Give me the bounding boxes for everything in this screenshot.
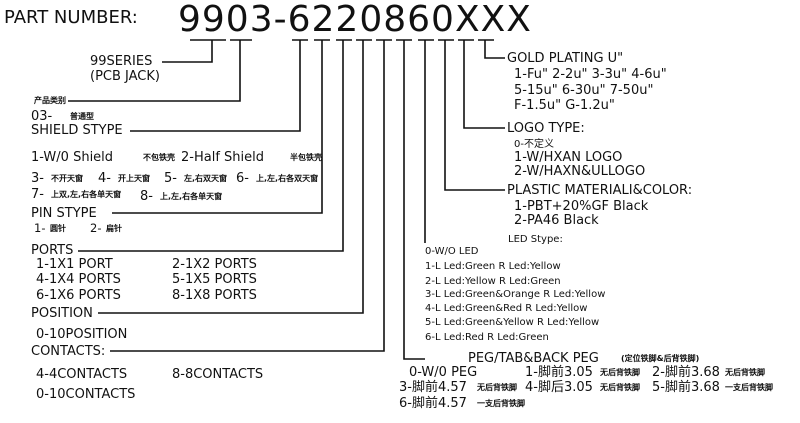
ports-title: PORTS (31, 243, 74, 258)
peg-opt: 0-W/0 PEG (409, 365, 478, 380)
pin-opt2-note: 扁针 (106, 224, 122, 233)
port-opt: 4-1X4 PORTS (36, 272, 121, 287)
gold-title: GOLD PLATING U" (507, 51, 624, 66)
peg-opt: 2-脚前3.68 (652, 365, 720, 380)
gold-opt: F-1.5u" G-1.2u" (514, 98, 615, 113)
series-sub: (PCB JACK) (90, 69, 160, 84)
plastic-opt: 2-PA46 Black (514, 213, 599, 228)
pin-title: PIN STYPE (31, 206, 97, 221)
pin-opt2: 2- (90, 221, 102, 235)
shield-title: SHIELD STYPE (31, 123, 123, 138)
shield-opt5: 5- (164, 171, 177, 186)
position-title: POSITION (31, 306, 93, 321)
contacts-title: CONTACTS: (31, 344, 106, 359)
shield-opt1-note: 不包铁壳 (143, 153, 175, 162)
shield-opt8: 8- (140, 189, 153, 204)
port-opt: 2-1X2 PORTS (172, 257, 257, 272)
logo-title: LOGO TYPE: (507, 121, 585, 136)
port-opt: 5-1X5 PORTS (172, 272, 257, 287)
category-title: 产品类别 (34, 96, 66, 105)
shield-opt5-note: 左,右双天窗 (184, 174, 228, 183)
logo-opt: 0-不定义 (514, 139, 554, 150)
shield-opt8-note: 上,左,右各单天窗 (160, 192, 223, 201)
port-opt: 8-1X8 PORTS (172, 288, 257, 303)
contacts-opt: 4-4CONTACTS (36, 367, 128, 382)
series-label: 99SERIES (90, 54, 153, 69)
peg-note: (定位铁脚&后背铁脚) (621, 354, 700, 363)
shield-opt2: 2-Half Shield (181, 150, 264, 165)
gold-opt: 5-15u" 6-30u" 7-50u" (514, 83, 654, 98)
position-value: 0-10POSITION (36, 327, 128, 342)
shield-opt3-note: 不开天窗 (51, 174, 83, 183)
shield-opt1: 1-W/0 Shield (31, 150, 114, 165)
led-opt: 6-L Led:Red R Led:Green (425, 332, 549, 343)
part-number-label: PART NUMBER: (4, 7, 138, 28)
peg-opt: 4-脚后3.05 (525, 380, 593, 395)
led-opt: 0-W/O LED (425, 246, 479, 257)
shield-opt6-note: 上,左,右各双天窗 (256, 174, 319, 183)
contacts-opt: 0-10CONTACTS (36, 387, 136, 402)
part-number: 9903-6220860XXX (178, 0, 532, 40)
shield-opt3: 3- (31, 171, 44, 186)
peg-opt-note: 无后背铁脚 (600, 368, 640, 377)
led-opt: 3-L Led:Green&Orange R Led:Yellow (425, 289, 606, 300)
led-opt: 5-L Led:Green&Yellow R Led:Yellow (425, 317, 600, 328)
led-title: LED Stype: (508, 234, 563, 245)
peg-opt-note: 无后背铁脚 (477, 383, 517, 392)
shield-opt2-note: 半包铁壳 (290, 153, 322, 162)
port-opt: 1-1X1 PORT (36, 257, 113, 272)
peg-opt: 6-脚前4.57 (399, 396, 467, 411)
shield-opt4: 4- (98, 171, 111, 186)
plastic-opt: 1-PBT+20%GF Black (514, 199, 649, 214)
peg-opt: 1-脚前3.05 (525, 365, 593, 380)
led-opt: 4-L Led:Green&Red R Led:Yellow (425, 303, 588, 314)
peg-title: PEG/TAB&BACK PEG (468, 351, 599, 366)
plastic-title: PLASTIC MATERIALI&COLOR: (507, 183, 693, 198)
shield-opt7-note: 上双,左,右各单天窗 (51, 190, 122, 199)
peg-opt-note: 无后背铁脚 (725, 368, 765, 377)
led-opt: 2-L Led:Yellow R Led:Green (425, 276, 561, 287)
peg-opt-note: 无后背铁脚 (600, 383, 640, 392)
shield-opt4-note: 开上天窗 (118, 174, 150, 183)
shield-opt7: 7- (31, 187, 44, 202)
peg-opt: 3-脚前4.57 (399, 380, 467, 395)
port-opt: 6-1X6 PORTS (36, 288, 121, 303)
peg-opt: 5-脚前3.68 (652, 380, 720, 395)
led-opt: 1-L Led:Green R Led:Yellow (425, 261, 561, 272)
contacts-opt: 8-8CONTACTS (172, 367, 264, 382)
pin-opt1-note: 圆针 (50, 224, 66, 233)
shield-opt6: 6- (236, 171, 249, 186)
logo-opt: 1-W/HXAN LOGO (514, 150, 623, 165)
pin-opt1: 1- (34, 221, 46, 235)
gold-opt: 1-Fu" 2-2u" 3-3u" 4-6u" (514, 67, 667, 82)
category-value: 03- (31, 109, 53, 124)
logo-opt: 2-W/HAXN&ULLOGO (514, 164, 646, 179)
category-note: 普通型 (70, 112, 94, 121)
peg-opt-note: 一支后背铁脚 (477, 399, 525, 408)
peg-opt-note: 一支后背铁脚 (725, 383, 773, 392)
